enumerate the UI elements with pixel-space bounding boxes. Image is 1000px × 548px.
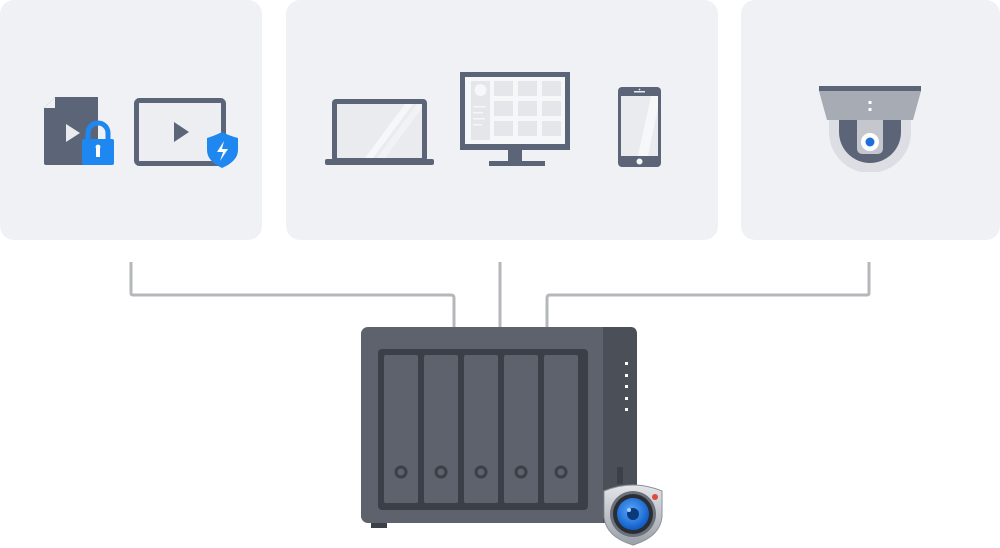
left-connector-line: [129, 262, 456, 328]
protected-video-player-icon: [134, 98, 242, 170]
right-connector-line: [545, 262, 871, 328]
laptop-icon: [325, 98, 435, 168]
nas-device: [361, 327, 639, 531]
desktop-monitor-icon: [460, 72, 572, 168]
smartphone-icon: [618, 87, 662, 169]
dome-camera-icon: [817, 86, 923, 172]
status-leds: [625, 362, 628, 411]
surveillance-camera-badge-icon: [598, 477, 668, 547]
locked-video-file-icon: [43, 97, 117, 167]
